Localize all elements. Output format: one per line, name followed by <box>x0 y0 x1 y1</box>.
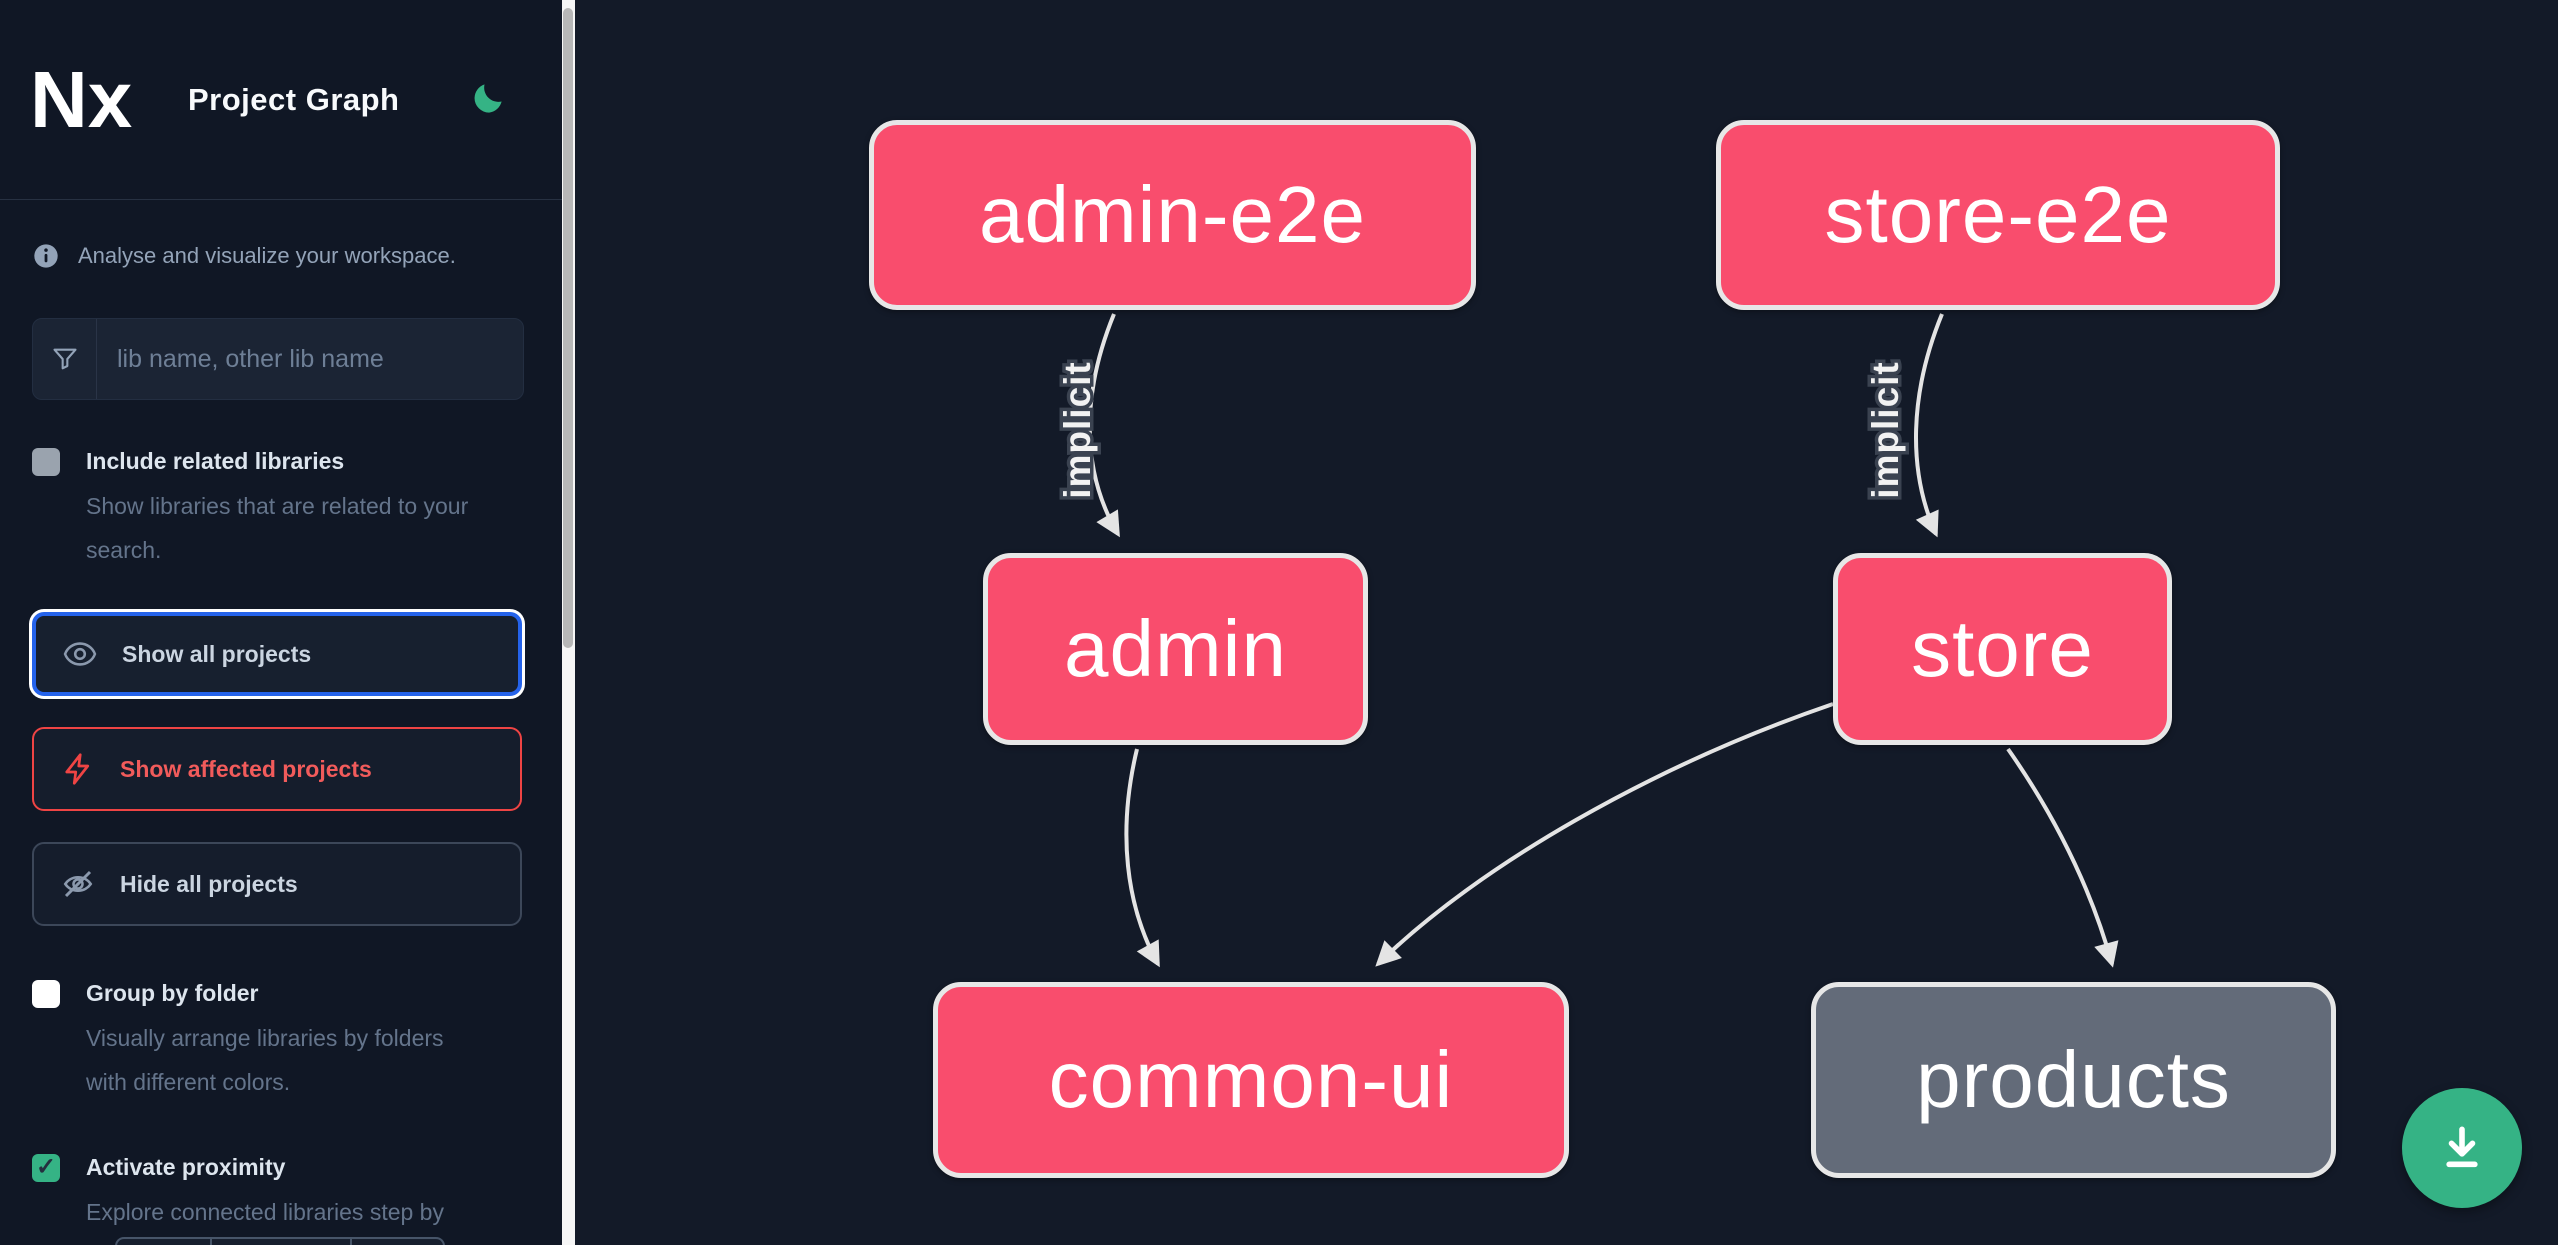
option-activate-proximity: Activate proximity Explore connected lib… <box>32 1152 526 1245</box>
show-all-projects-button[interactable]: Show all projects <box>32 612 522 696</box>
info-icon <box>34 244 58 268</box>
node-label: store-e2e <box>1824 170 2172 259</box>
svg-text:Nx: Nx <box>30 61 132 139</box>
option-label[interactable]: Activate proximity <box>86 1154 286 1180</box>
button-label: Show affected projects <box>120 755 372 782</box>
show-affected-projects-button[interactable]: Show affected projects <box>32 727 522 811</box>
hide-all-projects-button[interactable]: Hide all projects <box>32 842 522 926</box>
button-label: Show all projects <box>122 640 312 667</box>
option-description: Explore connected libraries step by step… <box>86 1199 444 1245</box>
edge-label-implicit: implicit <box>1057 361 1098 499</box>
proximity-stepper-partial[interactable] <box>115 1237 445 1245</box>
activate-proximity-checkbox[interactable] <box>32 1154 60 1182</box>
nx-logo: Nx <box>30 61 132 139</box>
node-label: common-ui <box>1048 1035 1454 1124</box>
graph-canvas[interactable]: implicit implicit admin-e2e store-e2e ad… <box>575 0 2558 1245</box>
theme-toggle-button[interactable] <box>466 78 510 122</box>
sidebar-header: Nx Project Graph <box>0 0 562 200</box>
sidebar: Nx Project Graph Analyse and visualize y… <box>0 0 562 1245</box>
option-include-related: Include related libraries Show libraries… <box>32 446 526 572</box>
stepper-decrement[interactable] <box>115 1237 210 1245</box>
download-graph-button[interactable] <box>2402 1088 2522 1208</box>
option-label[interactable]: Include related libraries <box>86 448 345 474</box>
node-label: products <box>1916 1035 2231 1124</box>
sidebar-body: Analyse and visualize your workspace. In… <box>0 242 562 1245</box>
group-by-folder-checkbox[interactable] <box>32 980 60 1008</box>
node-store[interactable]: store <box>1833 553 2172 745</box>
funnel-icon <box>33 319 97 399</box>
edge-store-common-ui <box>1375 702 1834 967</box>
edge-label-implicit: implicit <box>1865 361 1906 499</box>
include-related-checkbox[interactable] <box>32 448 60 476</box>
tagline-text: Analyse and visualize your workspace. <box>78 243 456 268</box>
button-label: Hide all projects <box>120 870 298 897</box>
download-icon <box>2446 1126 2478 1168</box>
eye-icon <box>63 642 97 666</box>
node-label: store <box>1911 604 2094 693</box>
bolt-icon <box>65 753 90 785</box>
eye-off-icon <box>63 870 93 898</box>
option-description: Visually arrange libraries by folders wi… <box>86 1025 444 1095</box>
tagline: Analyse and visualize your workspace. <box>32 242 526 270</box>
filter-input[interactable] <box>97 319 523 399</box>
node-label: admin-e2e <box>978 170 1366 259</box>
moon-icon <box>474 84 502 113</box>
sidebar-scrollbar-track[interactable] <box>562 0 575 1245</box>
edge-admin-e2e-admin <box>1087 313 1120 538</box>
project-actions: Show all projects Show affected projects… <box>32 612 522 926</box>
edge-admin-common-ui <box>1124 748 1160 968</box>
node-admin-e2e[interactable]: admin-e2e <box>869 120 1476 310</box>
sidebar-scrollbar-thumb[interactable] <box>563 8 573 648</box>
edge-store-e2e-store <box>1914 313 1944 538</box>
stepper-increment[interactable] <box>352 1237 445 1245</box>
node-admin[interactable]: admin <box>983 553 1368 745</box>
node-label: admin <box>1064 604 1287 693</box>
option-label[interactable]: Group by folder <box>86 980 259 1006</box>
search-box <box>32 318 524 400</box>
option-group-by-folder: Group by folder Visually arrange librari… <box>32 978 526 1104</box>
option-description: Show libraries that are related to your … <box>86 493 469 563</box>
page-title: Project Graph <box>188 81 400 117</box>
edge-store-products <box>2006 747 2119 968</box>
node-products[interactable]: products <box>1811 982 2336 1178</box>
node-store-e2e[interactable]: store-e2e <box>1716 120 2280 310</box>
stepper-value <box>210 1237 352 1245</box>
node-common-ui[interactable]: common-ui <box>933 982 1569 1178</box>
